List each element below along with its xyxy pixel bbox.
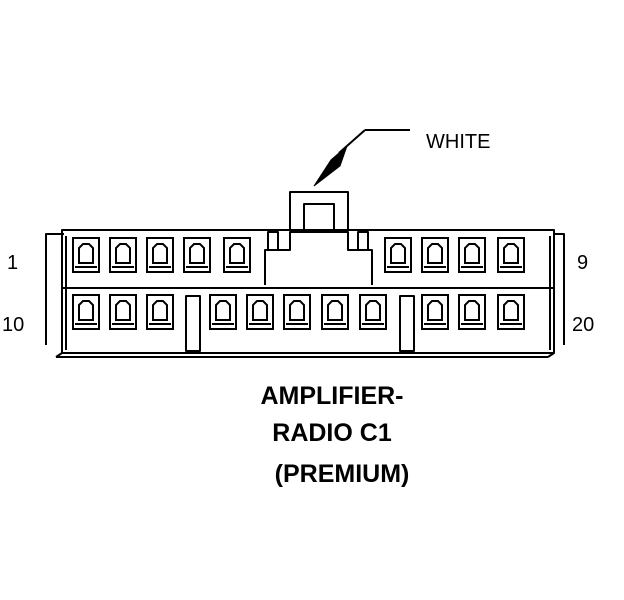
pin-label-1: 1: [7, 252, 19, 274]
terminal-cavities: [72, 237, 525, 330]
pin-label-10: 10: [2, 314, 25, 336]
cavity-bottom-5: [246, 294, 274, 330]
cavity-top-5: [223, 237, 251, 273]
cavity-top-1: [72, 237, 100, 273]
cavity-top-2: [109, 237, 137, 273]
cavity-top-3: [146, 237, 174, 273]
cavity-bottom-7: [321, 294, 349, 330]
connector-title-line3: (PREMIUM): [274, 460, 410, 488]
cavity-top-8: [458, 237, 486, 273]
cavity-bottom-4: [209, 294, 237, 330]
locking-tab: [62, 191, 554, 289]
cavity-top-4: [183, 237, 211, 273]
cavity-bottom-8: [359, 294, 387, 330]
cavity-top-6: [384, 237, 412, 273]
cavity-bottom-10: [458, 294, 486, 330]
cavity-top-7: [421, 237, 449, 273]
callout-arrow: [313, 129, 410, 187]
pin-label-20: 20: [572, 314, 595, 336]
cavity-bottom-6: [283, 294, 311, 330]
pin-label-9: 9: [577, 252, 589, 274]
cavity-bottom-1: [72, 294, 100, 330]
key-right: [399, 295, 415, 352]
connector-title-line1: AMPLIFIER-: [260, 382, 404, 410]
cavity-bottom-2: [109, 294, 137, 330]
connector-title-line2: RADIO C1: [272, 419, 392, 447]
cavity-bottom-3: [146, 294, 174, 330]
cavity-top-9: [497, 237, 525, 273]
cavity-bottom-9: [421, 294, 449, 330]
connector-body: [45, 229, 565, 358]
cavity-bottom-11: [497, 294, 525, 330]
callout-label: WHITE: [426, 131, 491, 153]
key-left: [185, 295, 201, 352]
